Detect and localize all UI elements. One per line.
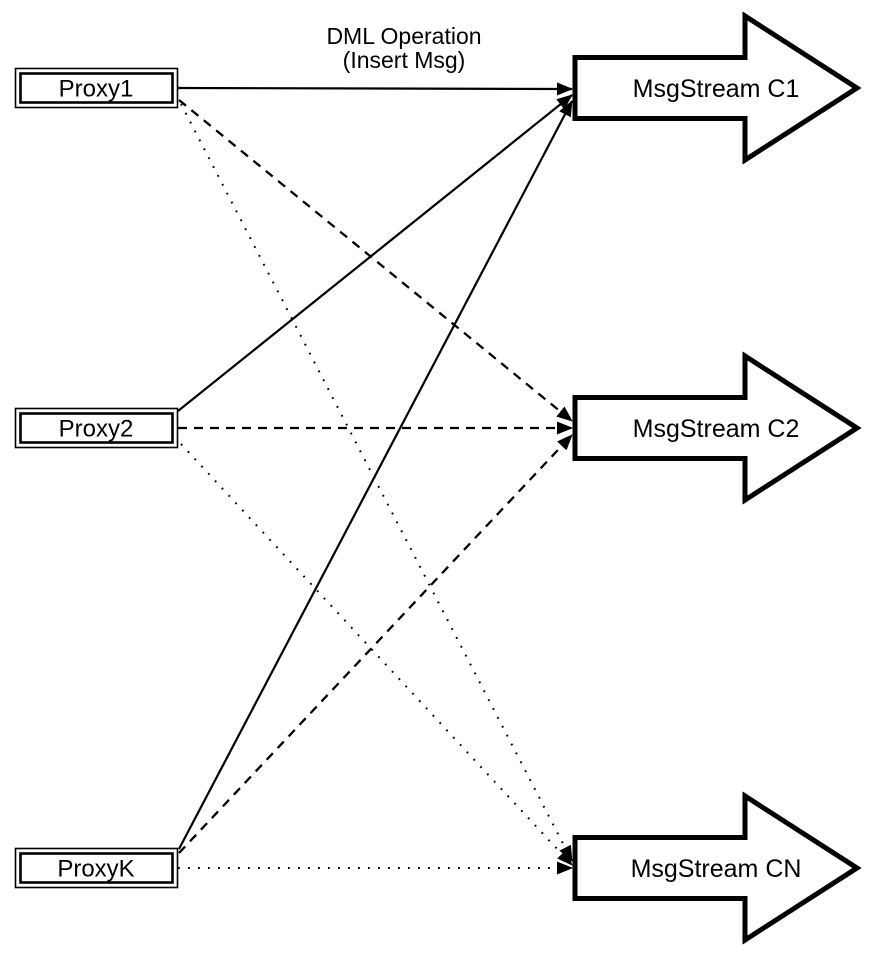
proxy2-box-outer	[14, 407, 179, 449]
connectors	[177, 82, 573, 875]
connector-proxyk-to-c1	[178, 100, 573, 850]
connector-proxy2-to-c1	[177, 94, 573, 412]
proxyk-node: ProxyK	[14, 847, 179, 889]
proxyk-label: ProxyK	[57, 856, 134, 883]
connector-proxy1-to-c1	[177, 82, 573, 96]
proxyk-box-outer	[14, 847, 179, 889]
proxyk-box-inner	[19, 852, 174, 884]
msgstream-cn-node: MsgStream CN	[572, 791, 862, 945]
msgstream-cn-label: MsgStream CN	[631, 855, 802, 883]
proxy2-node: Proxy2	[14, 407, 179, 449]
connector-proxyk-to-c2	[178, 434, 573, 854]
msgstream-cn-arrow-shape	[572, 791, 862, 945]
msgstream-c2-node: MsgStream C2	[572, 351, 862, 505]
proxy2-box-inner	[19, 412, 174, 444]
connector-proxy1-to-c2	[178, 99, 573, 422]
msgstream-c2-label: MsgStream C2	[633, 415, 800, 443]
dml-operation-label-line2: (Insert Msg)	[343, 47, 466, 73]
connector-proxy1-to-cn	[180, 103, 573, 862]
msgstream-c1-label: MsgStream C1	[633, 75, 800, 103]
proxy2-label: Proxy2	[59, 416, 134, 443]
proxy1-label: Proxy1	[59, 76, 134, 103]
proxy1-box-inner	[19, 72, 174, 104]
msgstream-c1-node: MsgStream C1	[572, 11, 862, 165]
connector-proxy2-to-cn	[180, 443, 573, 866]
msgstream-c1-arrow-shape	[572, 11, 862, 165]
dml-operation-label-line1: DML Operation	[326, 23, 481, 49]
proxy1-box-outer	[14, 67, 179, 109]
msgstream-c2-arrow-shape	[572, 351, 862, 505]
proxy1-node: Proxy1	[14, 67, 179, 109]
